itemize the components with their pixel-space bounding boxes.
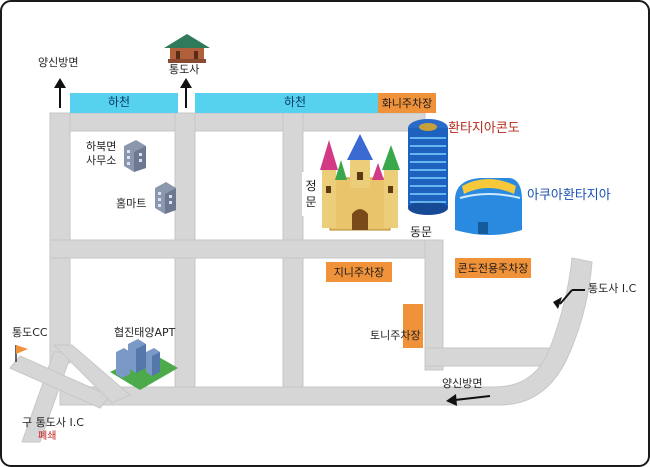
flag-icon (15, 345, 28, 362)
label-tongdosa-ic: 통도사 I.C (588, 282, 637, 295)
road-left (49, 112, 71, 364)
river-right (195, 93, 378, 113)
label-dongmun: 동문 (410, 225, 433, 239)
label-aqua-hwantazia: 아쿠아환타지아 (527, 188, 611, 203)
arrow-left-icon (446, 394, 457, 406)
label-old-ic: 구 통도사 I.C (22, 416, 84, 429)
apartment-icon (110, 339, 178, 390)
river-left (70, 93, 178, 113)
label-yangsin-bottom: 양신방면 (442, 377, 483, 390)
label-closed: 폐쇄 (38, 431, 57, 442)
label-hwantazia-condo: 환타지아콘도 (448, 121, 520, 136)
label-tongdosa: 통도사 (169, 63, 200, 76)
label-yangsin-top: 양신방면 (38, 56, 79, 69)
jini-parking-box: 지니주차장 (326, 262, 392, 282)
label-hyeopjin-apt: 협진태양APT (114, 326, 176, 339)
road-right-vertical (424, 239, 444, 371)
jeongmun-label: 정 문 (302, 172, 320, 216)
condo-tower-icon (408, 119, 448, 215)
arrow-up-icon (180, 78, 192, 88)
condo-parking-box: 콘도전용주차장 (455, 258, 531, 278)
arrow-up-icon (54, 78, 66, 88)
temple-icon (164, 34, 210, 63)
arrows-ic (446, 289, 585, 406)
office-building-icon (124, 140, 146, 172)
road-right-lower (424, 347, 556, 367)
aqua-dome-icon (455, 178, 522, 235)
toni-parking-box (403, 304, 423, 348)
castle-icon (320, 134, 400, 231)
label-home-mart: 홈마트 (116, 197, 147, 210)
label-river-left: 하천 (108, 95, 131, 109)
road-top (49, 112, 426, 132)
mart-building-icon (155, 182, 176, 214)
label-toni-parking: 토니주차장 (370, 329, 421, 342)
label-tongdo-cc: 통도CC (12, 326, 48, 339)
label-habuk-office: 하북면 사무소 (86, 140, 117, 167)
arrow-diag-icon (553, 297, 562, 309)
arrows-north (54, 78, 192, 108)
label-river-right: 하천 (284, 95, 307, 109)
road-diagonal-c (52, 344, 131, 404)
hwani-parking-box: 화니주차장 (378, 93, 436, 113)
road-middle (49, 239, 441, 259)
